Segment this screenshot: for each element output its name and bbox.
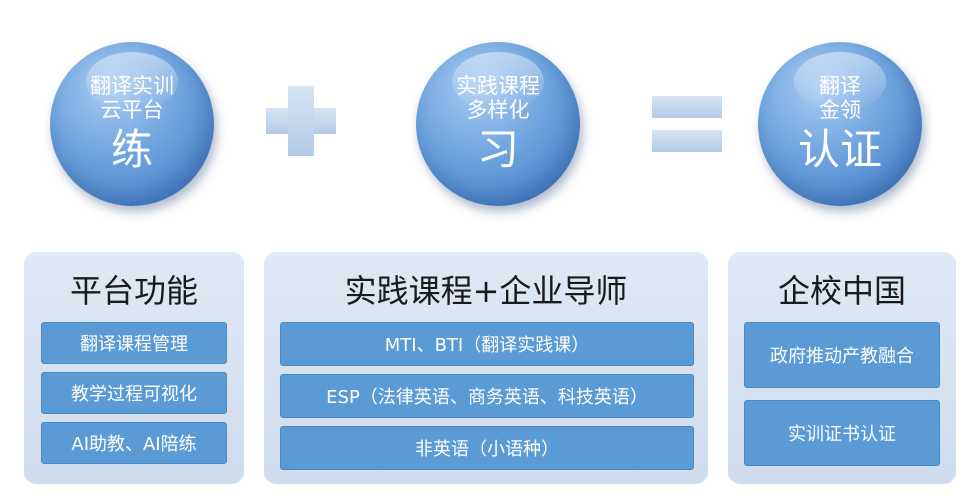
list-item: 实训证书认证 [744,400,940,466]
panel-enterprise-school: 企校中国 政府推动产教融合 实训证书认证 [728,252,956,484]
list-item: 政府推动产教融合 [744,322,940,388]
circle-practice-big: 练 [110,124,153,174]
list-item: ESP（法律英语、商务英语、科技英语） [280,374,694,418]
circle-practice-line1: 翻译实训 [90,73,174,98]
circle-study: 实践课程 多样化 习 [416,42,580,206]
list-item: AI助教、AI陪练 [41,422,227,464]
panel-title: 企校中国 [777,272,906,310]
circle-certification-big: 认证 [797,124,882,174]
panel-platform-features: 平台功能 翻译课程管理 教学过程可视化 AI助教、AI陪练 [24,252,244,484]
circle-study-line1: 实践课程 [456,73,540,98]
panel-title: 平台功能 [69,272,198,310]
list-item: 翻译课程管理 [41,322,227,364]
circle-study-line2: 多样化 [466,97,530,122]
panel-practice-courses: 实践课程+企业导师 MTI、BTI（翻译实践课） ESP（法律英语、商务英语、科… [264,252,708,484]
list-item: MTI、BTI（翻译实践课） [280,322,694,366]
circle-certification-line1: 翻译 [819,73,861,98]
circle-certification-line2: 金领 [819,97,861,122]
circle-certification: 翻译 金领 认证 [758,42,922,206]
list-item: 教学过程可视化 [41,372,227,414]
circle-practice: 翻译实训 云平台 练 [50,42,214,206]
panel-title: 实践课程+企业导师 [344,272,628,310]
circle-practice-line2: 云平台 [100,97,164,122]
list-item: 非英语（小语种） [280,426,694,470]
circle-study-big: 习 [476,124,519,174]
